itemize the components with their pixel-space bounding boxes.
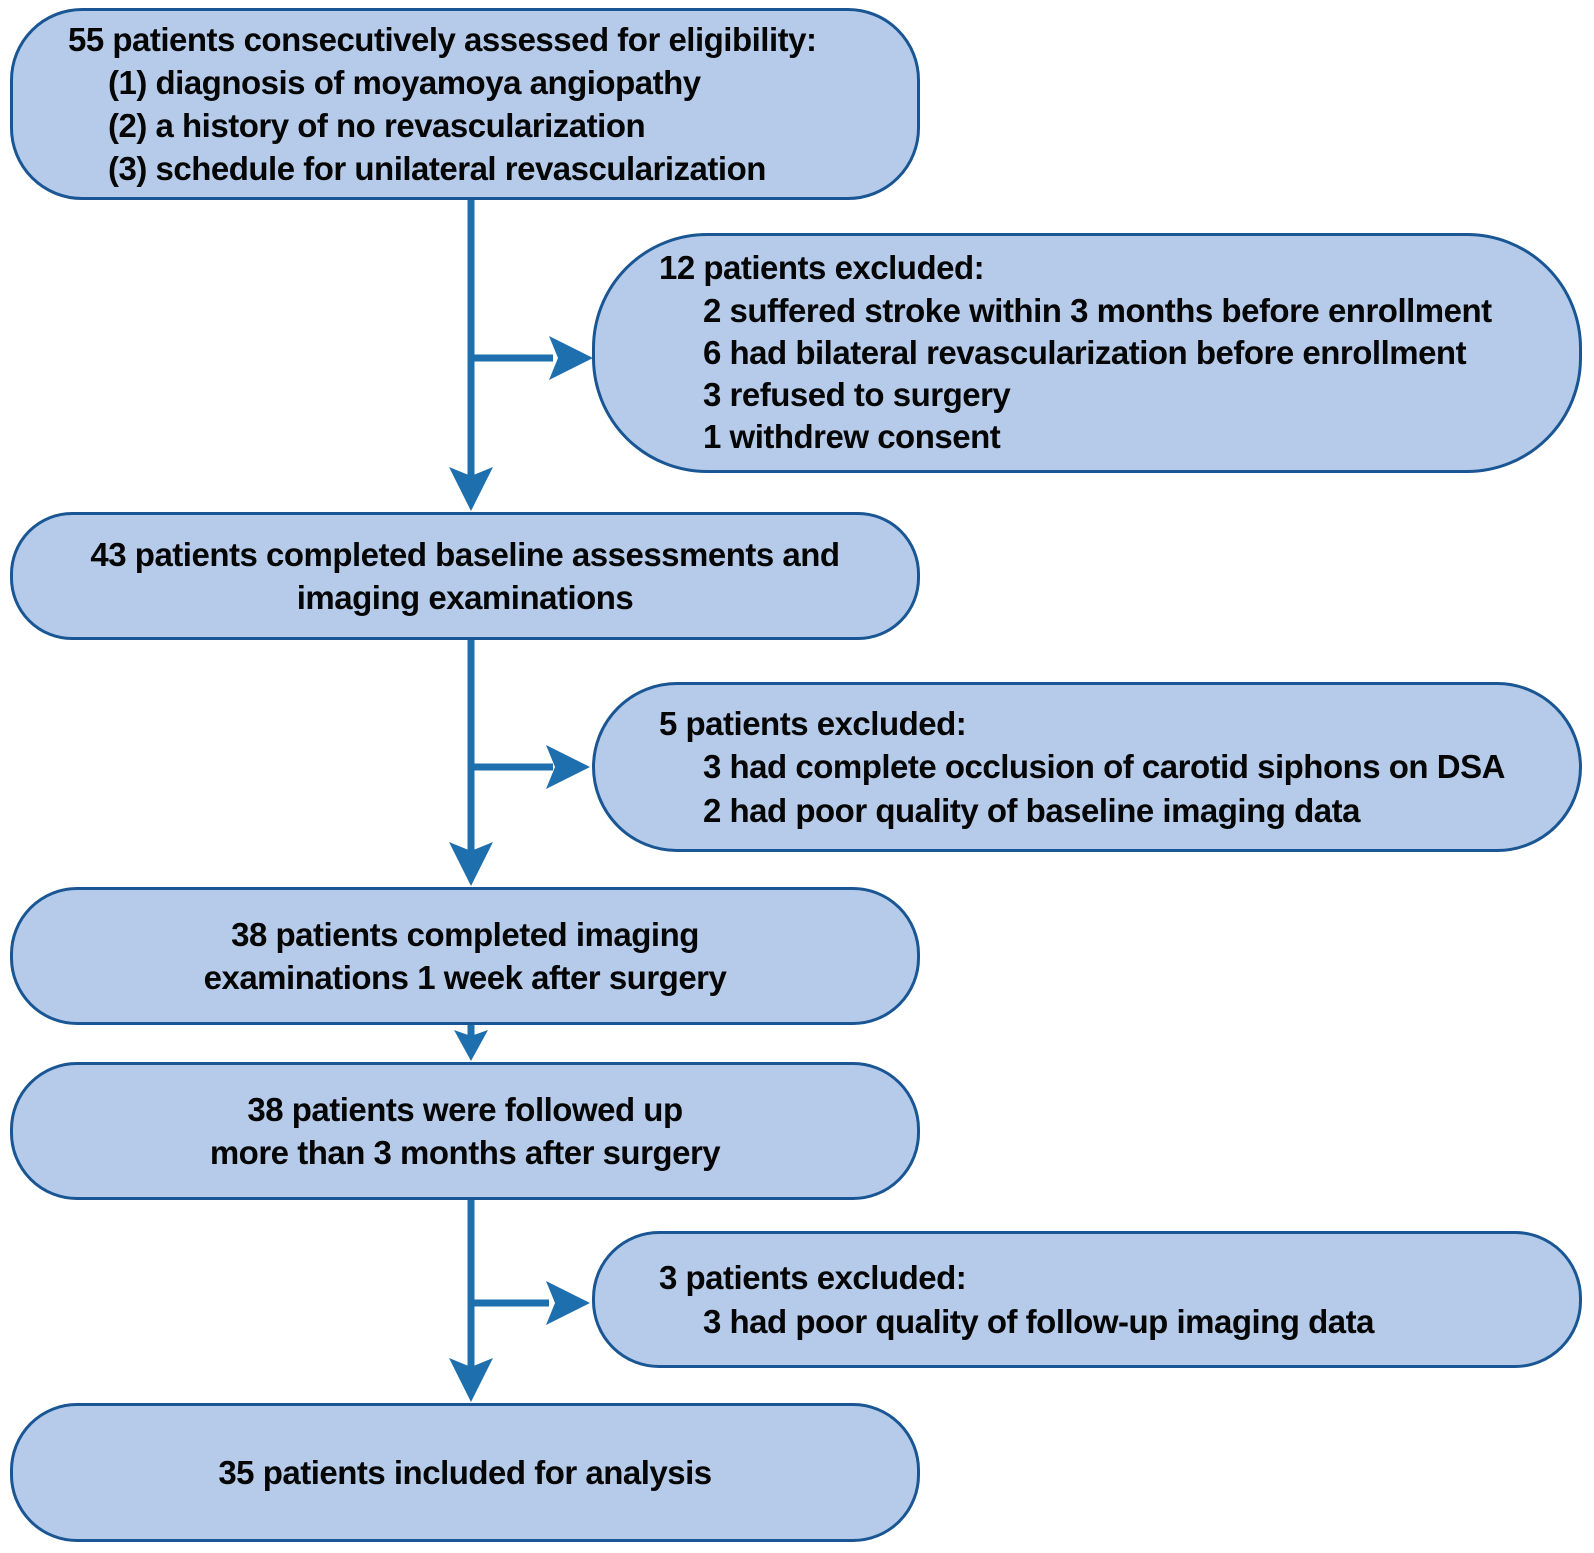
box-included-analysis: 35 patients included for analysis: [10, 1403, 920, 1542]
arrow-branch-to-excluded-12: [471, 336, 593, 380]
arrow-followup-to-analysis: [449, 1199, 493, 1402]
box-excluded-3-line: 3 patients excluded:: [659, 1259, 967, 1297]
box-excluded-12-line: 6 had bilateral revascularization before…: [703, 333, 1467, 371]
box-excluded-5-line: 5 patients excluded:: [659, 705, 967, 743]
arrow-branch-to-excluded-3: [471, 1281, 590, 1325]
box-follow-up: 38 patients were followed up more than 3…: [10, 1062, 920, 1200]
box-excluded-12-line: 2 suffered stroke within 3 months before…: [703, 291, 1492, 329]
box-baseline-assessments: 43 patients completed baseline assessmen…: [10, 512, 920, 640]
box-one-week-line: examinations 1 week after surgery: [203, 959, 727, 996]
box-eligibility: 55 patients consecutively assessed for e…: [10, 8, 920, 200]
box-follow-up-line: 38 patients were followed up: [247, 1090, 683, 1128]
box-excluded-12: 12 patients excluded: 2 suffered stroke …: [592, 233, 1582, 473]
box-excluded-5-line: 2 had poor quality of baseline imaging d…: [703, 791, 1360, 829]
box-excluded-5-line: 3 had complete occlusion of carotid siph…: [703, 748, 1505, 786]
box-eligibility-line: (3) schedule for unilateral revasculariz…: [108, 150, 766, 188]
arrow-eligibility-to-baseline: [449, 199, 493, 511]
box-excluded-12-line: 1 withdrew consent: [703, 418, 1001, 456]
box-one-week-imaging: 38 patients completed imaging examinatio…: [10, 887, 920, 1025]
box-baseline-line: imaging examinations: [296, 579, 634, 616]
box-excluded-5: 5 patients excluded: 3 had complete occl…: [592, 682, 1582, 852]
arrow-branch-to-excluded-5: [471, 745, 590, 789]
box-baseline-line: 43 patients completed baseline assessmen…: [90, 535, 840, 573]
box-excluded-3-line: 3 had poor quality of follow-up imaging …: [703, 1302, 1374, 1340]
arrow-baseline-to-oneweek: [449, 639, 493, 886]
box-excluded-3: 3 patients excluded: 3 had poor quality …: [592, 1231, 1582, 1368]
arrow-oneweek-to-followup: [454, 1024, 488, 1061]
box-analysis-line: 35 patients included for analysis: [218, 1453, 712, 1491]
box-excluded-12-line: 12 patients excluded:: [659, 249, 985, 287]
box-follow-up-line: more than 3 months after surgery: [209, 1134, 721, 1171]
box-one-week-line: 38 patients completed imaging: [231, 915, 699, 953]
box-eligibility-line: (1) diagnosis of moyamoya angiopathy: [108, 63, 701, 101]
box-excluded-12-line: 3 refused to surgery: [703, 376, 1011, 414]
box-eligibility-line: 55 patients consecutively assessed for e…: [68, 20, 817, 58]
box-eligibility-line: (2) a history of no revascularization: [108, 107, 646, 144]
